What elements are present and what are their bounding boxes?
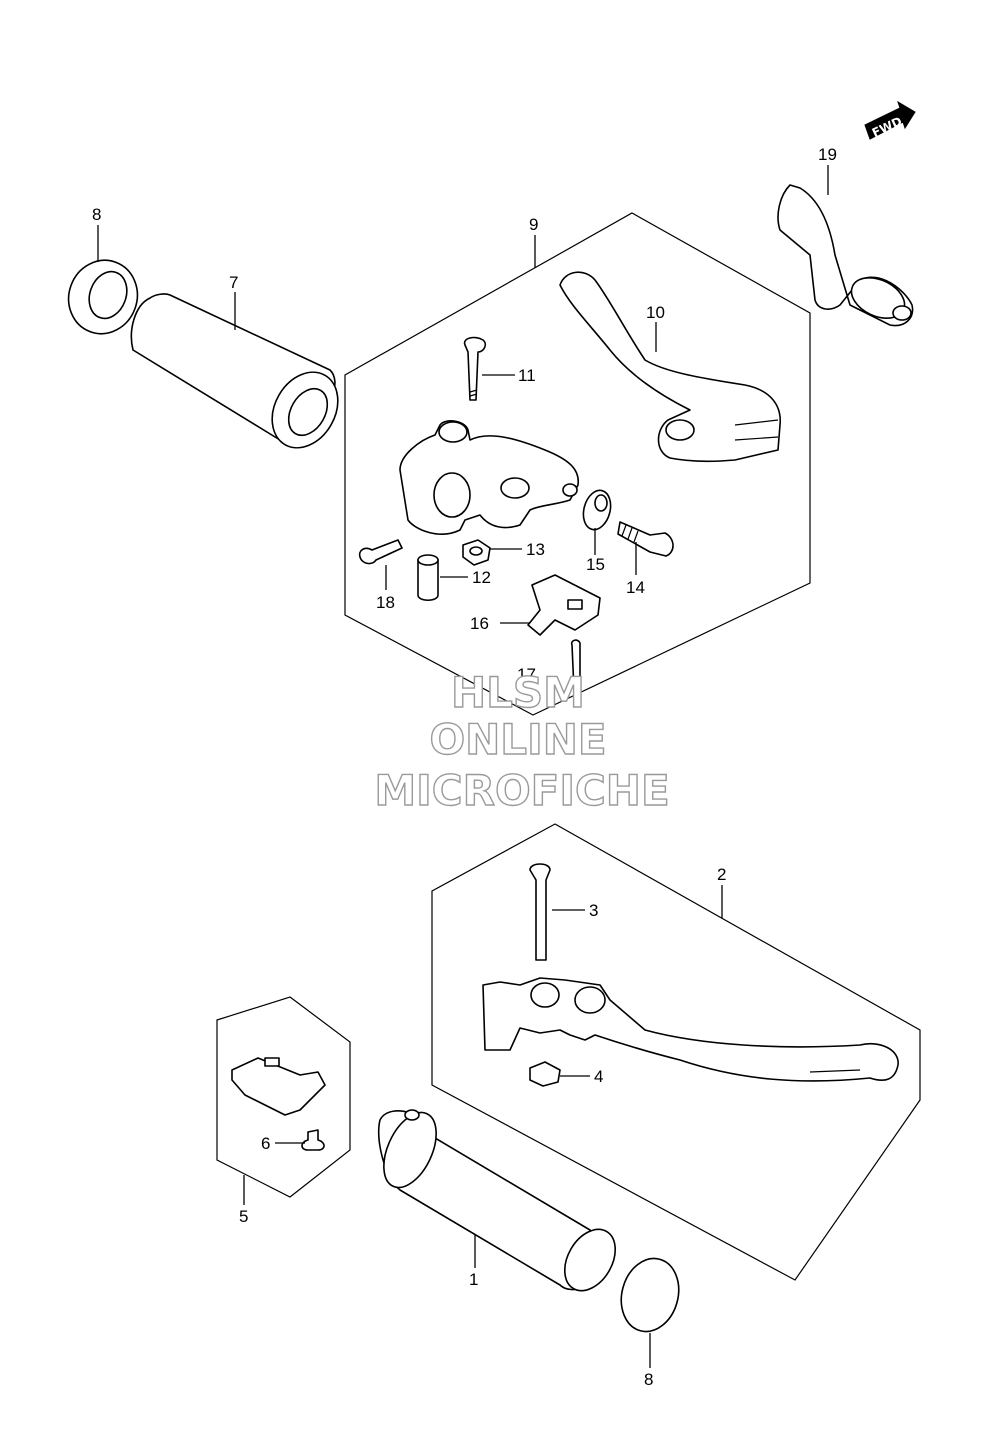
assembly-2-outline — [431, 823, 921, 1281]
part-18-screw — [358, 539, 403, 565]
watermark-line-2: ONLINE — [429, 715, 606, 764]
callout-13: 13 — [526, 540, 545, 559]
callout-19: 19 — [818, 145, 837, 164]
part-1-throttle-grip — [377, 1109, 617, 1292]
watermark-line-3: MICROFICHE — [374, 766, 669, 815]
watermark: HLSM ONLINE MICROFICHE — [374, 667, 671, 815]
callout-16: 16 — [470, 614, 489, 633]
part-6-screw — [301, 1129, 325, 1151]
callout-labels: 8 7 9 10 11 13 12 18 15 14 16 17 19 2 3 … — [92, 145, 837, 1389]
assembly-9-outline — [344, 212, 811, 716]
part-19-guard — [777, 184, 914, 327]
assembly-5-outline — [216, 996, 351, 1198]
part-12-collar — [417, 554, 439, 602]
callout-5: 5 — [239, 1207, 248, 1226]
watermark-line-1: HLSM — [451, 668, 585, 717]
callout-18: 18 — [376, 593, 395, 612]
part-16-switch — [527, 574, 601, 636]
part-8-cap-bottom — [620, 1257, 680, 1333]
callout-10: 10 — [646, 303, 665, 322]
part-15-ringnut — [582, 489, 612, 531]
callout-3: 3 — [589, 901, 598, 920]
part-14-adjuster — [617, 521, 674, 557]
callout-2: 2 — [717, 865, 726, 884]
part-3-bolt — [529, 863, 551, 961]
callout-15: 15 — [586, 555, 605, 574]
part-5-switch — [231, 1057, 326, 1116]
leader-lines — [97, 165, 829, 1368]
part-10-lever — [559, 271, 781, 463]
callout-11: 11 — [518, 366, 536, 385]
callout-6: 6 — [261, 1134, 270, 1153]
callout-12: 12 — [472, 568, 491, 587]
callout-8-top: 8 — [92, 205, 101, 224]
part-4-nut — [529, 1061, 561, 1087]
part-8-ring-top — [67, 259, 139, 335]
callout-17: 17 — [517, 665, 536, 684]
callout-8-bottom: 8 — [644, 1370, 653, 1389]
part-9-holder — [399, 420, 579, 535]
part-7-grip — [130, 293, 339, 449]
part-17-screw — [570, 639, 581, 691]
part-11-bolt — [463, 336, 486, 401]
callout-1: 1 — [469, 1270, 478, 1289]
callout-14: 14 — [626, 578, 645, 597]
part-13-nut — [462, 539, 491, 566]
part-2-lever — [482, 977, 899, 1082]
fwd-arrow-icon: FWD — [864, 100, 916, 140]
callout-7: 7 — [229, 273, 238, 292]
callout-4: 4 — [594, 1067, 603, 1086]
callout-9: 9 — [529, 215, 538, 234]
